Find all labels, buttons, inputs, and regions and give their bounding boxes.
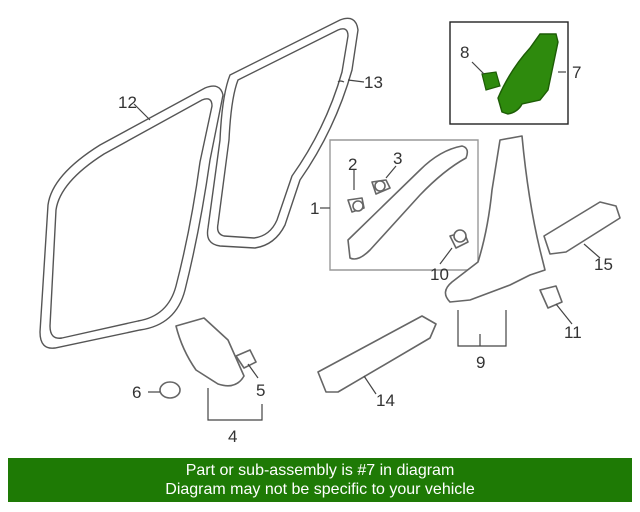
clip-2[interactable] [347, 197, 365, 213]
clip-8[interactable] [481, 71, 501, 91]
callout-12: 12 [118, 93, 137, 112]
callout-2: 2 [348, 155, 357, 174]
callout-8: 8 [460, 43, 469, 62]
parts-diagram: 12 13 1 2 3 7 8 10 11 15 9 5 6 4 14 [39, 17, 621, 446]
clip-3[interactable] [371, 179, 391, 195]
callout-10: 10 [430, 265, 449, 284]
center-pillar-upper-trim[interactable] [497, 33, 559, 115]
center-pillar-lower-trim[interactable] [444, 135, 546, 303]
cover-11[interactable] [539, 285, 563, 309]
rear-door-weatherstrip[interactable] [206, 17, 359, 249]
clip-10[interactable] [449, 229, 469, 249]
callout-3: 3 [393, 149, 402, 168]
callout-11: 11 [564, 323, 582, 342]
kick-panel[interactable] [175, 317, 245, 387]
callout-15: 15 [594, 255, 613, 274]
callout-13: 13 [364, 73, 383, 92]
front-scuff-plate[interactable] [317, 315, 437, 393]
callout-14: 14 [376, 391, 395, 410]
callout-7: 7 [572, 63, 581, 82]
front-pillar-trim[interactable] [347, 145, 469, 260]
callout-9: 9 [476, 353, 485, 372]
plug-6[interactable] [159, 381, 181, 399]
callout-6: 6 [132, 383, 141, 402]
footer-line-1: Part or sub-assembly is #7 in diagram [185, 462, 455, 479]
clip-5[interactable] [235, 349, 257, 369]
highlight-box-7 [449, 21, 569, 125]
footer-line-2: Diagram may not be specific to your vehi… [165, 481, 475, 498]
callout-1: 1 [310, 199, 319, 218]
leader-lines [133, 61, 601, 421]
rear-scuff-plate[interactable] [543, 201, 621, 255]
callout-5: 5 [256, 381, 265, 400]
footer-banner: Part or sub-assembly is #7 in diagram Di… [8, 458, 632, 502]
front-door-weatherstrip[interactable] [39, 85, 224, 349]
callout-4: 4 [228, 427, 237, 446]
